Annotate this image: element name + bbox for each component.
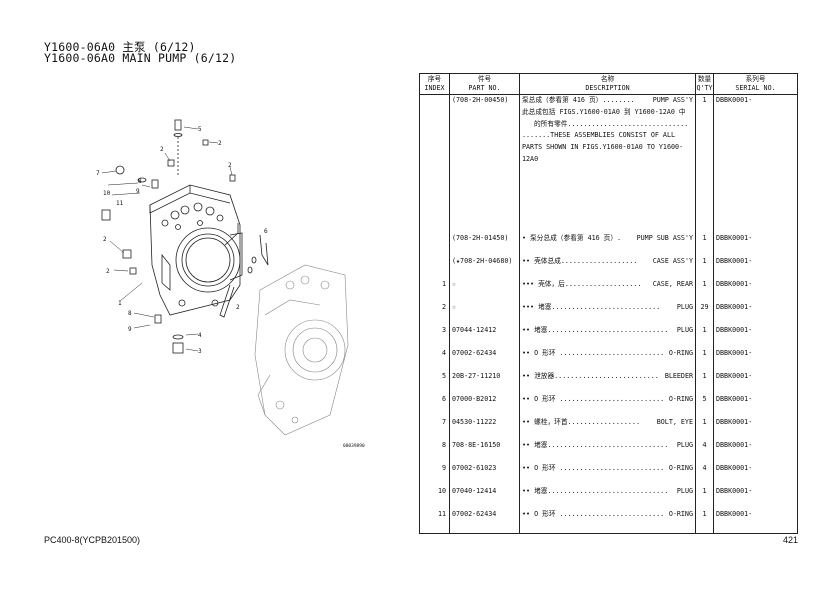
callout-9: 9 bbox=[136, 188, 140, 195]
title-english: Y1600-06A0 MAIN PUMP (6/12) bbox=[44, 51, 237, 65]
callout-labels: 5 2 2 2 7 8 9 10 11 2 2 6 2 1 8 9 4 3 bbox=[96, 126, 268, 355]
row-qty: 1 bbox=[695, 94, 714, 234]
figure-code: 08039890 bbox=[343, 444, 365, 449]
callout-2: 2 bbox=[236, 304, 240, 311]
row-note: PARTS SHOWN IN FIGS.Y1600-01A0 TO Y1600- bbox=[522, 143, 684, 152]
table-row: (708-2H-01450)• 泵分总成（参看第 416 页）.PUMP SUB… bbox=[419, 233, 798, 257]
callout-8: 8 bbox=[138, 178, 142, 185]
row-note: 此总成包括 FIGS.Y1600-01A0 到 Y1600-12A0 中 bbox=[522, 107, 686, 116]
exploded-view-diagram: 5 2 2 2 7 8 9 10 11 2 2 6 2 1 8 9 4 3 bbox=[96, 119, 349, 436]
callout-6: 6 bbox=[264, 228, 268, 235]
callout-9: 9 bbox=[128, 326, 132, 333]
callout-2: 2 bbox=[160, 146, 164, 153]
row-serial: DBBK0001- bbox=[713, 94, 798, 234]
row-index bbox=[419, 94, 450, 234]
callout-8: 8 bbox=[128, 310, 132, 317]
rear-case-drawing bbox=[149, 184, 243, 316]
assembled-pump-drawing bbox=[254, 264, 349, 436]
callout-11: 11 bbox=[116, 200, 124, 207]
table-row: (708-2H-00450) 泵总成（参看第 416 页）........PUM… bbox=[419, 94, 798, 234]
callout-2: 2 bbox=[228, 162, 232, 169]
row-note: 的所有零件.............................. bbox=[534, 119, 689, 128]
callout-2: 2 bbox=[218, 140, 222, 147]
row-note: 12A0 bbox=[522, 154, 539, 163]
callout-7: 7 bbox=[96, 170, 100, 177]
callout-leaders bbox=[101, 126, 233, 352]
footer-page-number: 421 bbox=[783, 535, 799, 545]
callout-2: 2 bbox=[106, 268, 110, 275]
callout-4: 4 bbox=[198, 332, 202, 339]
row-description: 泵总成（参看第 416 页）........PUMP ASS'Y 此总成包括 F… bbox=[519, 94, 696, 234]
row-part-no: (708-2H-00450) bbox=[449, 94, 520, 234]
callout-10: 10 bbox=[103, 190, 111, 197]
row-note: .......THESE ASSEMBLIES CONSIST OF ALL bbox=[522, 131, 675, 140]
small-parts bbox=[101, 119, 269, 354]
callout-2: 2 bbox=[103, 236, 107, 243]
title-chinese: Y1600-06A0 主泵 (6/12) bbox=[44, 40, 196, 54]
table-filler-row bbox=[419, 532, 798, 535]
callout-1: 1 bbox=[118, 300, 122, 307]
callout-5: 5 bbox=[198, 126, 202, 133]
footer-model: PC400-8(YCPB201500) bbox=[44, 535, 141, 545]
table-row: (★708-2H-04680)•• 壳体总成..................… bbox=[419, 256, 798, 280]
callout-3: 3 bbox=[198, 348, 202, 355]
